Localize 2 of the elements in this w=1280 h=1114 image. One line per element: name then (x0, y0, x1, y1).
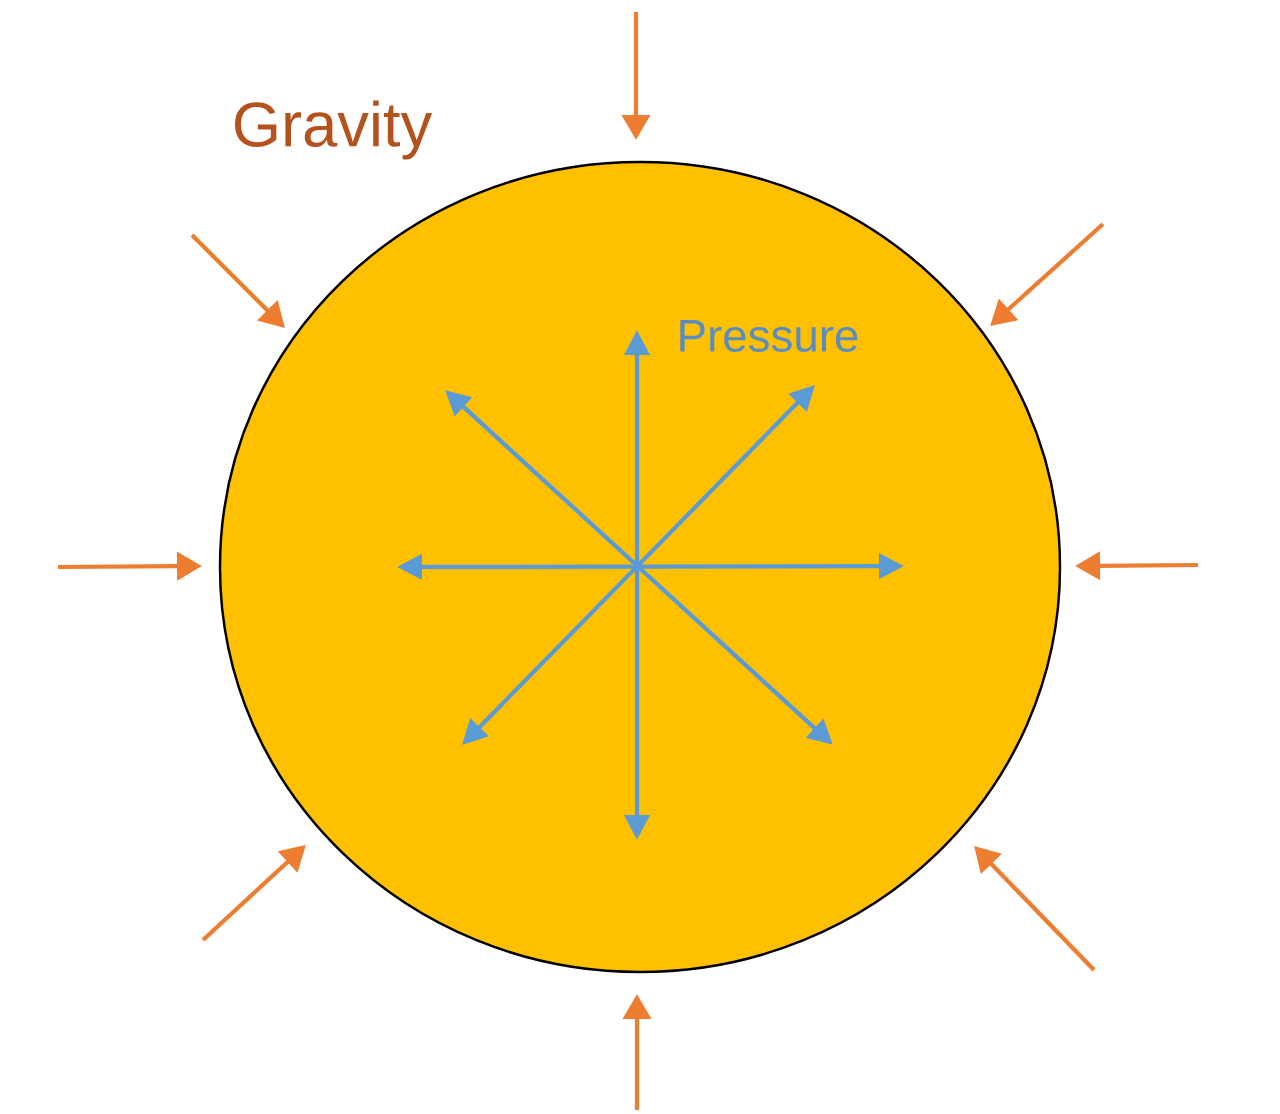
force-label: Pressure (680, 320, 858, 352)
circle (218, 160, 1062, 974)
